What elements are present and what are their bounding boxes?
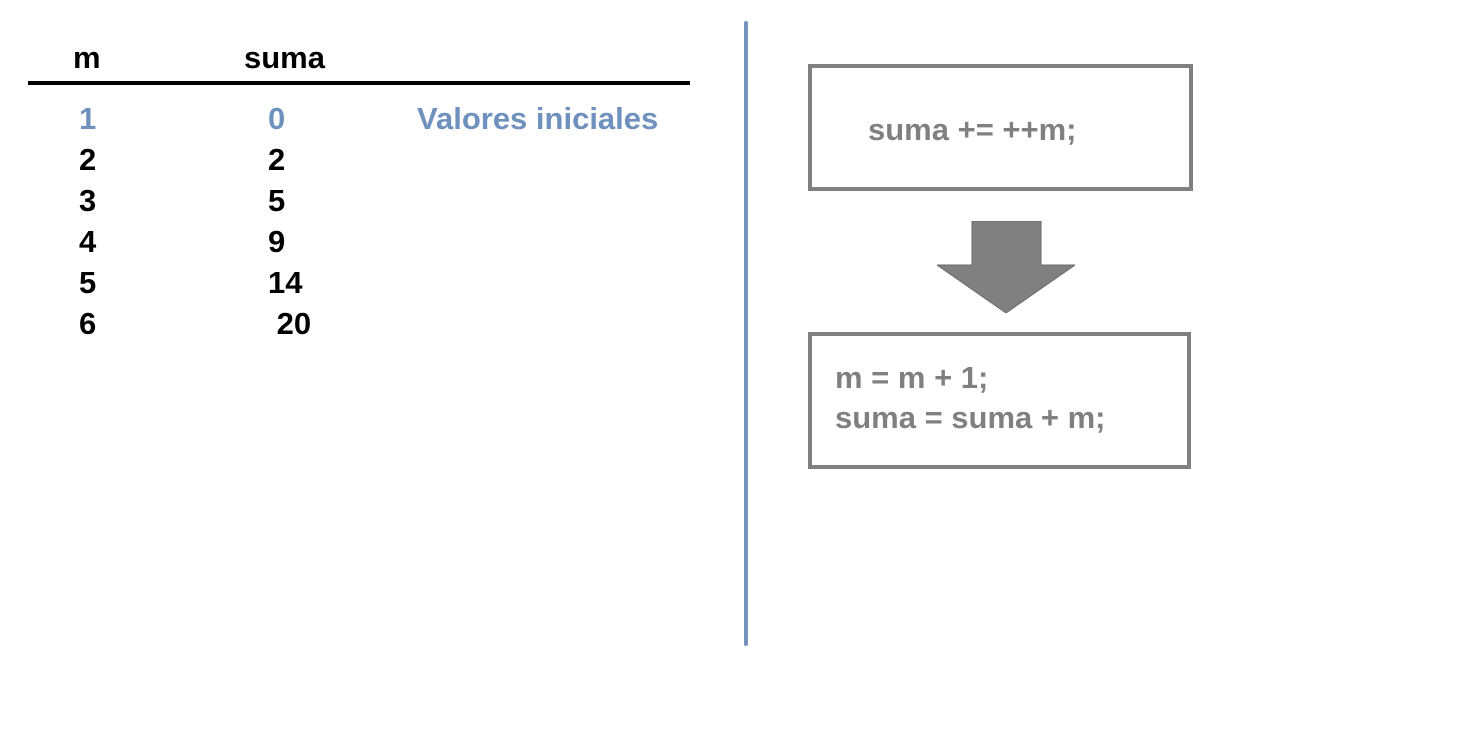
expanded-code-box: m = m + 1; suma = suma + m; — [808, 332, 1191, 469]
cell-suma: 0 — [268, 101, 286, 136]
header-rule — [28, 81, 690, 85]
expanded-code-line-2: suma = suma + m; — [835, 400, 1106, 435]
table-row: 6 20 — [0, 306, 720, 347]
cell-suma: 2 — [268, 142, 286, 177]
table-row: 4 9 — [0, 224, 720, 265]
compact-code-box: suma += ++m; — [808, 64, 1193, 191]
table-row: 3 5 — [0, 183, 720, 224]
cell-m: 2 — [79, 142, 97, 177]
cell-suma: 9 — [268, 224, 286, 259]
trace-table: 1 0 Valores iniciales 2 2 3 5 4 9 5 14 6… — [0, 101, 720, 347]
vertical-divider — [744, 21, 748, 646]
expanded-code: m = m + 1; suma = suma + m; — [835, 358, 1106, 438]
initial-values-note: Valores iniciales — [417, 101, 659, 136]
compact-code: suma += ++m; — [868, 112, 1077, 147]
cell-m: 6 — [79, 306, 97, 341]
table-row: 2 2 — [0, 142, 720, 183]
table-row: 5 14 — [0, 265, 720, 306]
cell-m: 3 — [79, 183, 97, 218]
cell-suma: 20 — [268, 306, 312, 341]
expanded-code-line-1: m = m + 1; — [835, 360, 989, 395]
table-row-initial: 1 0 Valores iniciales — [0, 101, 720, 142]
column-header-suma: suma — [244, 40, 325, 75]
cell-m: 4 — [79, 224, 97, 259]
cell-suma: 5 — [268, 183, 286, 218]
down-arrow-icon — [937, 221, 1075, 313]
cell-suma: 14 — [268, 265, 303, 300]
cell-m: 5 — [79, 265, 97, 300]
cell-m: 1 — [79, 101, 97, 136]
column-header-m: m — [73, 40, 101, 75]
